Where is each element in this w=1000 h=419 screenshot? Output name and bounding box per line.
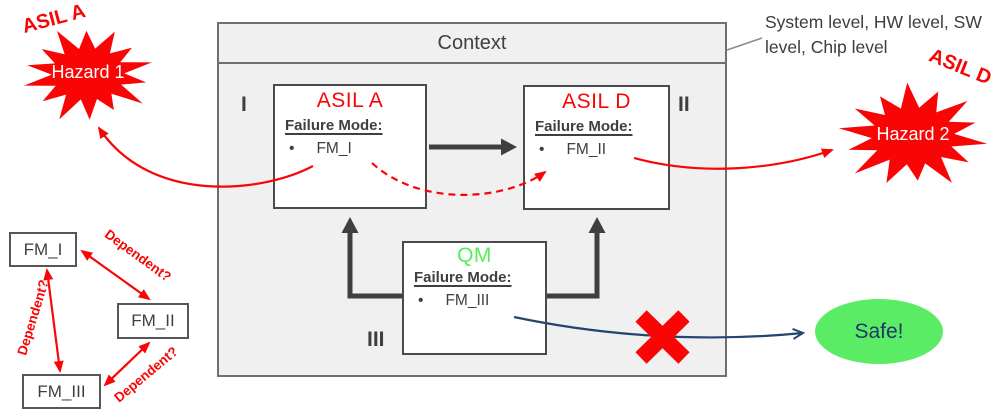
numeral-1: I — [241, 93, 247, 116]
module-qm-failure-mode-header: Failure Mode: — [414, 269, 512, 286]
dep-edge-label-3: Dependent? — [111, 343, 181, 406]
dep-node-fm-ii-label: FM_II — [131, 311, 175, 330]
module-qm: QM Failure Mode: • FM_III — [402, 241, 547, 355]
context-title: Context — [219, 24, 725, 64]
failure-mode-fm-i: FM_I — [316, 140, 352, 157]
hazard2-label: Hazard 2 — [876, 124, 950, 144]
bullet-glyph: • — [539, 141, 545, 158]
dep-node-fm-iii: FM_III — [22, 374, 101, 409]
numeral-2: II — [678, 93, 690, 116]
dep-node-fm-i: FM_I — [9, 232, 77, 267]
dep-node-fm-iii-label: FM_III — [37, 381, 86, 401]
bullet-glyph: • — [289, 140, 295, 157]
module-qm-title: QM — [457, 244, 492, 267]
hazard1-asil-tag: ASIL A — [19, 0, 88, 38]
numeral-3: III — [367, 328, 385, 351]
module-asil-a-failure-mode-item: • FM_I — [289, 140, 425, 158]
module-qm-failure-mode-item: • FM_III — [418, 292, 545, 310]
dep-node-fm-ii: FM_II — [117, 303, 189, 339]
failure-mode-fm-ii: FM_II — [566, 141, 607, 158]
module-asil-a-failure-mode-header: Failure Mode: — [285, 117, 383, 134]
module-asil-a-title: ASIL A — [316, 89, 384, 112]
module-asil-d-failure-mode-header: Failure Mode: — [535, 118, 633, 135]
dep-node-fm-i-label: FM_I — [23, 239, 63, 259]
safe-ellipse: Safe! — [815, 299, 943, 364]
dep-edge-label-2: Dependent? — [14, 278, 52, 358]
safe-label: Safe! — [854, 319, 904, 343]
module-asil-d-failure-mode-item: • FM_II — [539, 141, 668, 159]
hazard1-label: Hazard 1 — [51, 62, 125, 82]
module-asil-d: ASIL D Failure Mode: • FM_II — [523, 85, 670, 210]
module-asil-d-title: ASIL D — [562, 90, 631, 113]
bullet-glyph: • — [418, 292, 424, 309]
module-asil-a: ASIL A Failure Mode: • FM_I — [273, 84, 427, 209]
levels-note-connector — [726, 37, 763, 51]
dep-edge-label-1: Dependent? — [102, 226, 174, 285]
levels-note: System level, HW level, SW level, Chip l… — [765, 12, 982, 57]
failure-mode-fm-iii: FM_III — [445, 292, 490, 309]
